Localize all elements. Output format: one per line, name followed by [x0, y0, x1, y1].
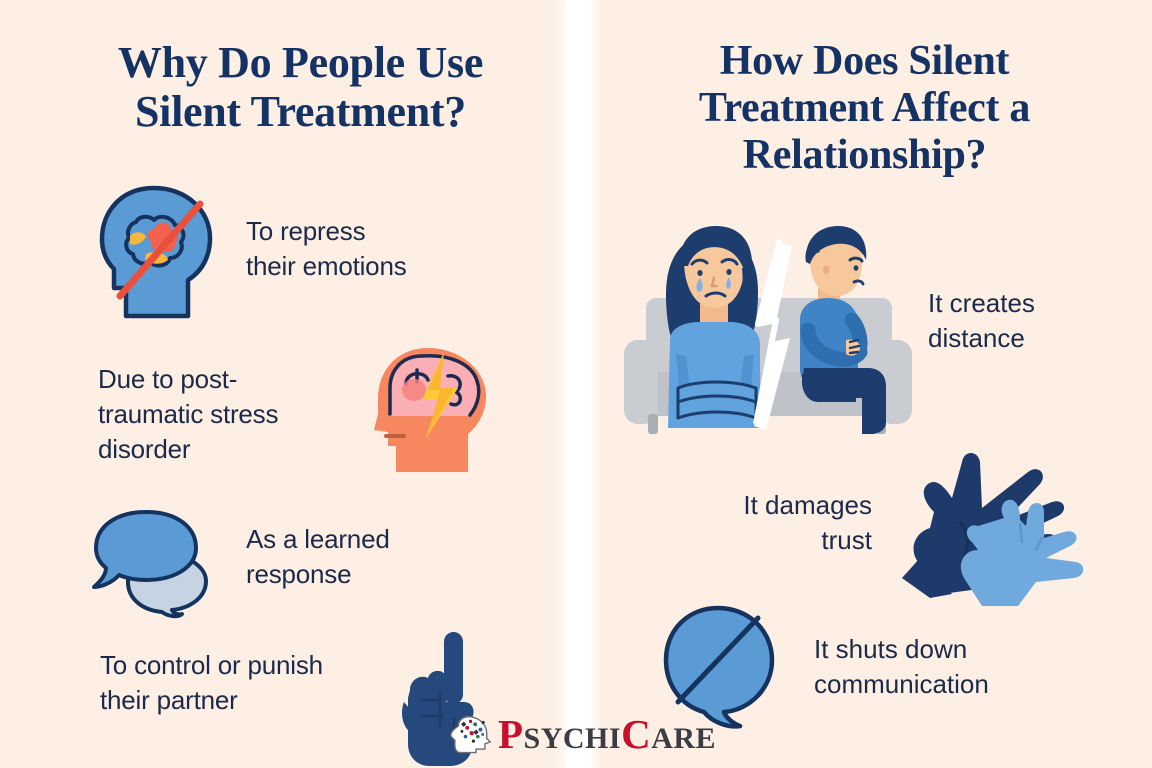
left-title-line-1: Why Do People Use: [117, 38, 484, 87]
left-item-4-text: To control or punish their partner: [100, 648, 420, 718]
center-divider: [566, 0, 592, 768]
right-item-1-text: It creates distance: [928, 286, 1138, 356]
left-item-1-line-2: their emotions: [246, 250, 407, 281]
left-item-4-line-2: their partner: [100, 684, 238, 715]
head-brain-blocked-icon: [96, 184, 218, 320]
left-item-2-line-3: disorder: [98, 433, 191, 464]
right-title-line-3: Relationship?: [742, 132, 987, 179]
right-item-2-line-2: trust: [821, 524, 872, 555]
logo-letter-c: C: [621, 710, 652, 757]
right-title-line-2: Treatment Affect a: [698, 85, 1031, 132]
logo-wordmark: PSYCHICARE: [498, 710, 717, 757]
right-item-3-line-1: It shuts down: [814, 634, 968, 664]
left-item-2-text: Due to post- traumatic stress disorder: [98, 362, 398, 466]
logo-text-sychi: SYCHI: [523, 721, 622, 755]
speech-bubbles-icon: [88, 508, 218, 619]
right-item-2-text: It damages trust: [660, 488, 872, 558]
left-item-3-line-2: response: [246, 558, 352, 589]
right-item-1-line-1: It creates: [928, 288, 1035, 318]
left-item-2-line-1: Due to post-: [98, 364, 238, 394]
psychicare-logo[interactable]: PSYCHICARE: [446, 706, 716, 762]
left-item-3-line-1: As a learned: [246, 524, 390, 554]
left-item-4-line-1: To control or punish: [100, 650, 323, 680]
left-item-1-line-1: To repress: [246, 216, 366, 246]
couple-on-sofa-broken-icon: [622, 212, 914, 442]
left-item-2-line-2: traumatic stress: [98, 398, 279, 429]
left-item-1-text: To repress their emotions: [246, 214, 506, 284]
right-item-3-line-2: communication: [814, 668, 989, 699]
logo-text-are: ARE: [651, 721, 717, 755]
right-title-line-1: How Does Silent: [719, 38, 1010, 84]
head-brain-lightning-icon: [372, 342, 488, 478]
right-item-3-text: It shuts down communication: [814, 632, 1104, 702]
two-hands-icon: [886, 446, 1094, 618]
head-confetti-icon: [446, 713, 492, 755]
left-title-line-2: Silent Treatment?: [135, 87, 466, 137]
speech-bubble-slashed-icon: [662, 604, 784, 732]
right-item-1-line-2: distance: [928, 322, 1025, 353]
right-item-2-line-1: It damages: [743, 490, 872, 520]
logo-letter-p: P: [498, 710, 524, 757]
right-panel-title: How Does Silent Treatment Affect a Relat…: [612, 38, 1117, 179]
left-item-3-text: As a learned response: [246, 522, 526, 592]
left-panel-title: Why Do People Use Silent Treatment?: [48, 38, 553, 137]
